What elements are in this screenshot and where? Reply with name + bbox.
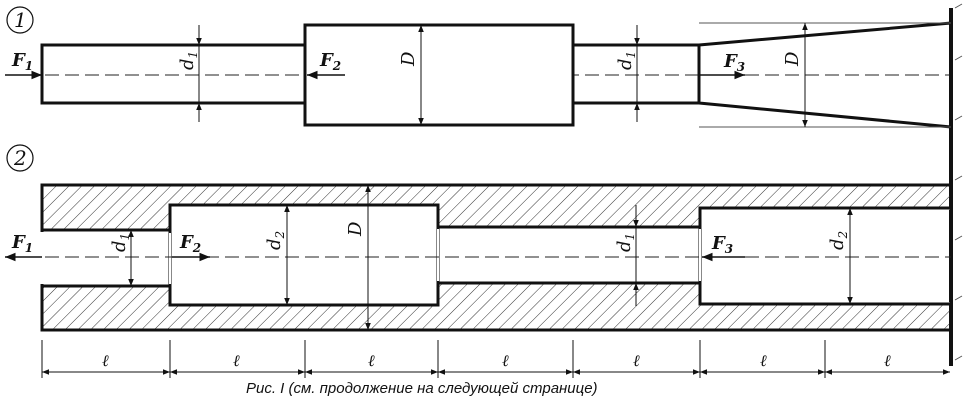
force-F1-label: F1 [11,50,33,73]
fixed-wall [949,3,963,366]
force2-F1-label: F1 [11,232,33,255]
length-label-7: ℓ [884,351,891,370]
dim-d1-left-label: d1 [177,51,200,70]
dim-d1-right-label: d1 [615,51,638,70]
force2-F2-label: F2 [179,232,201,255]
force-F3-label: F3 [723,51,745,74]
dim2-d2-left-label: d2 [264,231,287,250]
dim-D-taper-label: D [782,51,803,67]
figure-1-marker-circle [6,6,34,34]
bore-d1-right [436,225,702,285]
segment-D-middle [303,23,575,127]
length-label-4: ℓ [502,351,509,370]
length-label-3: ℓ [368,351,375,370]
length-label-2: ℓ [233,351,240,370]
bore-d2-left [168,203,440,307]
dim2-D-label: D [345,221,366,237]
length-label-5: ℓ [633,351,640,370]
dim2-d1-right-label: d1 [614,233,637,252]
figure-1-shaft: 1 d1 D d1 D F1 F2 F3 [5,6,953,129]
bore-d1-left [40,228,172,288]
figure-2-marker: 2 [13,146,27,170]
force2-F3-label: F3 [711,233,733,256]
figure-2-marker-circle [6,144,34,172]
bore-d2-right [698,206,953,306]
dim2-d1-left-label: d1 [109,233,132,252]
length-label-1: ℓ [102,351,109,370]
dim2-d2-right-label: d2 [827,231,850,250]
segment-d1-left [40,43,307,105]
length-dimension-chain: ℓ ℓ ℓ ℓ ℓ ℓ ℓ [41,340,950,378]
length-label-6: ℓ [760,351,767,370]
figure-1-marker: 1 [14,8,27,32]
dim-D-middle-label: D [398,51,419,67]
figure-2-tube: 2 d1 d2 D d1 d2 F1 [5,144,953,332]
figure-caption: Рис. I (см. продолжение на следующей стр… [246,380,598,397]
force-F2-label: F2 [319,50,341,73]
